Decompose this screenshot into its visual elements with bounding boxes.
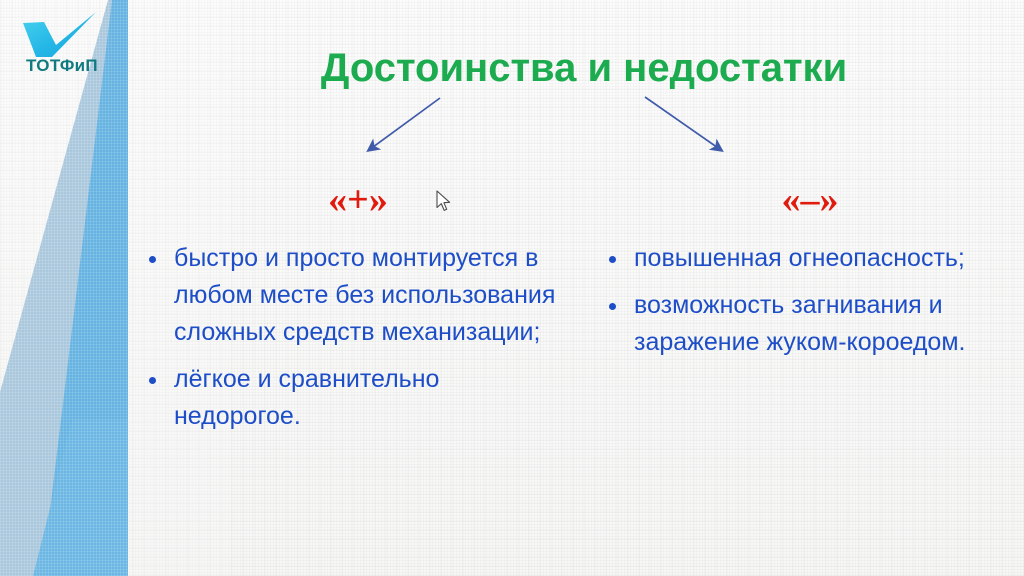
logo-text: ТОТФиП (26, 56, 98, 75)
cons-heading: «–» (781, 179, 839, 221)
pros-column: быстро и просто монтируется в любом мест… (140, 240, 560, 435)
pros-list: быстро и просто монтируется в любом мест… (140, 240, 560, 435)
page-title: Достоинства и недостатки (320, 46, 848, 90)
list-item: возможность загнивания и заражение жуком… (600, 287, 1012, 361)
list-item: повышенная огнеопасность; (600, 240, 1012, 277)
cons-column: повышенная огнеопасность; возможность за… (600, 240, 1012, 361)
list-item: лёгкое и сравнительно недорогое. (140, 361, 560, 435)
pros-heading: «+» (328, 179, 388, 221)
arrow-to-cons (644, 96, 724, 152)
checkmark-icon (22, 12, 100, 58)
logo: ТОТФиП (8, 12, 116, 88)
wedge-shape-main-lower (33, 420, 128, 576)
arrow-to-pros (366, 97, 441, 153)
list-item: быстро и просто монтируется в любом мест… (140, 240, 560, 351)
cons-list: повышенная огнеопасность; возможность за… (600, 240, 1012, 361)
